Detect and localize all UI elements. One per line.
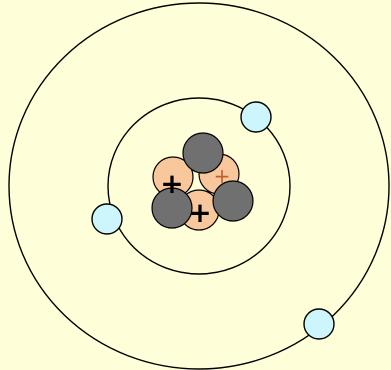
- electron: [241, 102, 271, 132]
- proton-charge-sign: +: [188, 196, 211, 229]
- proton-charge-sign: +: [160, 167, 183, 200]
- electron: [304, 309, 334, 339]
- electron: [92, 204, 122, 234]
- proton-charge-sign: +: [214, 164, 231, 188]
